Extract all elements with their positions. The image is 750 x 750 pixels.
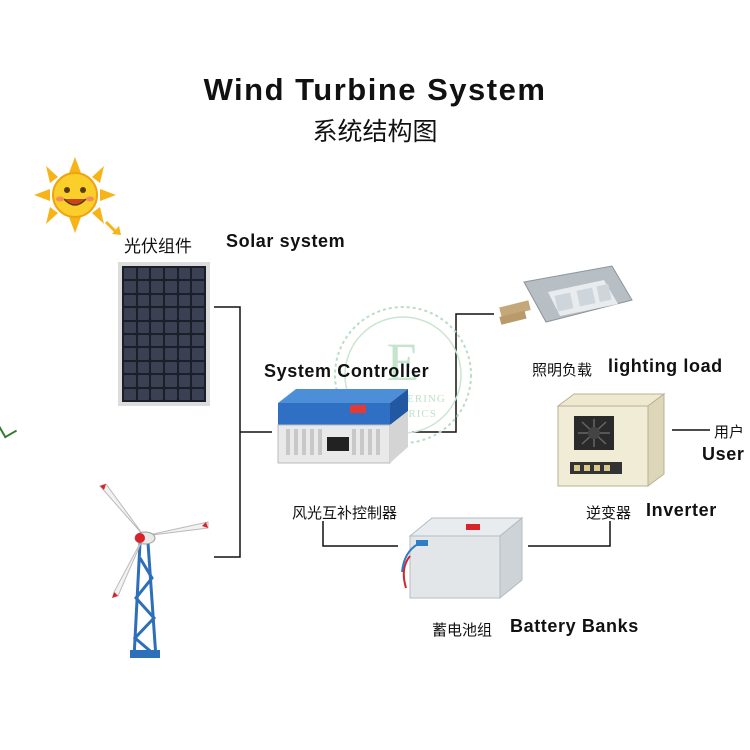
lighting-label-en: lighting load [608, 356, 723, 376]
lighting-label-cn: 照明负载 [532, 361, 593, 379]
battery-bank [401, 516, 524, 600]
solar-panel: for (let i=0;i<60;i++) document.write('<… [118, 262, 210, 406]
svg-text:E: E [387, 332, 420, 392]
sun-icon [34, 157, 116, 233]
user-label-en: User [702, 444, 745, 464]
diagram-subtitle-cn: 系统结构图 [312, 117, 438, 146]
solar-label-en: Solar system [226, 231, 346, 251]
battery-label-cn: 蓄电池组 [432, 621, 493, 639]
system-controller [277, 389, 408, 464]
solar-label-cn: 光伏组件 [124, 237, 192, 257]
battery-label-en: Battery Banks [510, 616, 639, 636]
wind-turbine [99, 483, 209, 659]
battery-left-connector [322, 521, 398, 547]
inverter-label-cn: 逆变器 [586, 504, 632, 522]
diagram-title: Wind Turbine System [203, 72, 547, 107]
street-light [499, 265, 633, 325]
battery-inverter-connector [528, 521, 611, 547]
controller-label-en: System Controller [264, 361, 430, 381]
arrow-icon [104, 220, 121, 235]
lighting-connector [412, 313, 494, 433]
inverter-label-en: Inverter [646, 500, 717, 520]
user-label-cn: 用户 [714, 423, 745, 441]
inverter-device [556, 393, 666, 487]
controller-label-cn: 风光互补控制器 [292, 504, 398, 522]
